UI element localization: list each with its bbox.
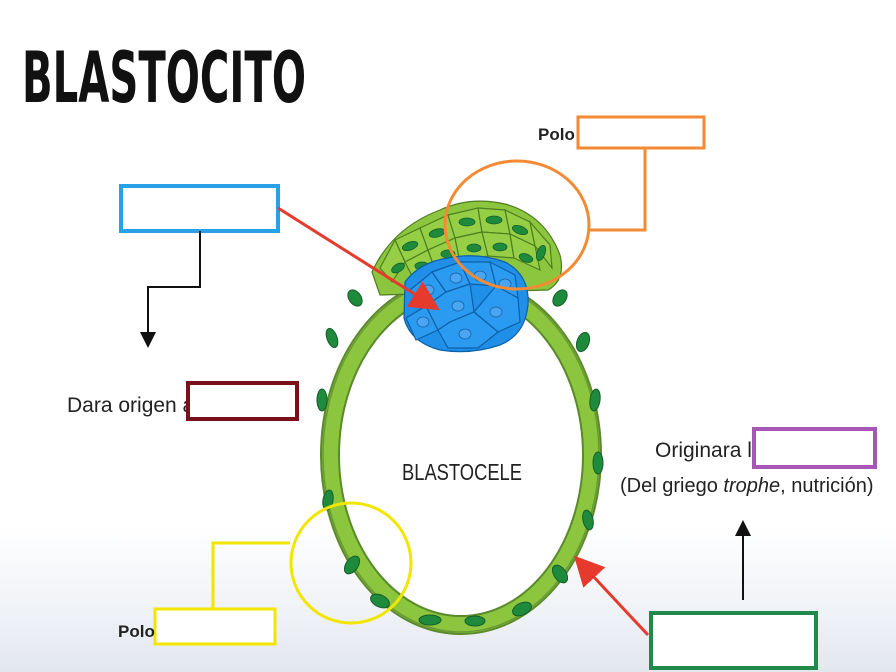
purple-answer-box[interactable] [752,427,877,469]
black-connector-blue [140,231,201,348]
polo-bottom-answer-box[interactable] [153,607,277,646]
griego-note: (Del griego trophe, nutrición) [620,475,873,497]
maroon-answer-box[interactable] [186,381,299,421]
orange-annotation [443,147,647,291]
polo-top-label: Polo [538,125,575,144]
red-pointer-arrow-icm [277,206,441,311]
polo-bottom-label: Polo [118,622,155,641]
dara-origen-label: Dara origen al [67,394,199,417]
page-title: BLASTOCITO [22,37,306,119]
originara-label: Originara la [655,439,764,462]
inner-cell-mass [403,255,529,353]
yellow-annotation [211,501,413,625]
polo-top-answer-box[interactable] [576,115,706,150]
red-pointer-arrow-wall [573,555,650,637]
blastocele-label: BLASTOCELE [402,459,522,485]
blue-answer-box[interactable] [119,184,280,233]
trophoblast-nuclei [316,289,604,627]
green-answer-box[interactable] [649,611,818,670]
